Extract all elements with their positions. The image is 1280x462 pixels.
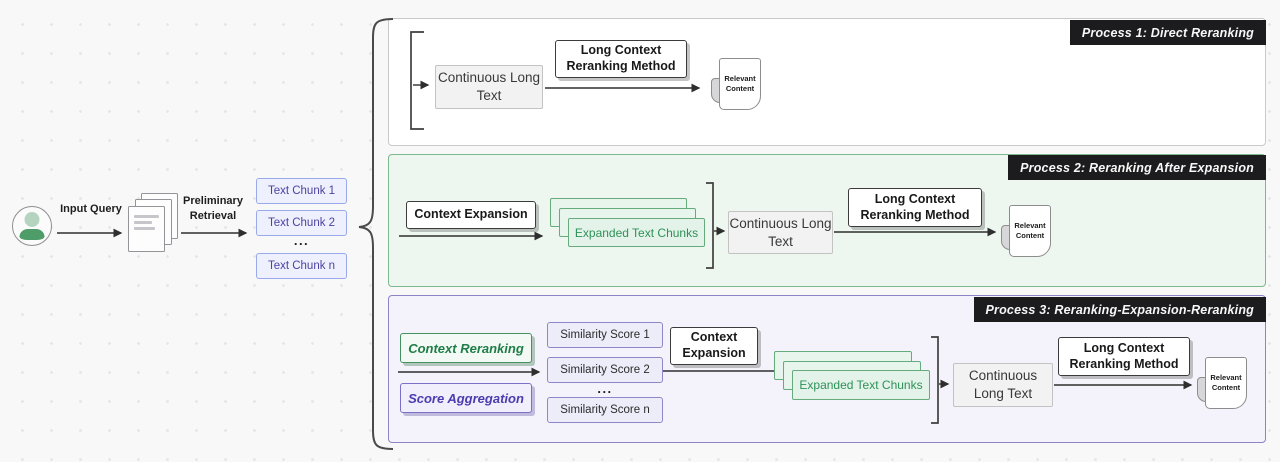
user-avatar-icon [12,206,52,246]
p3-continuous-long-text-box: Continuous Long Text [953,363,1053,407]
p3-similarity-score-n-box: Similarity Score n [547,397,663,423]
process-2-badge: Process 2: Reranking After Expansion [1008,155,1266,180]
text-chunk-n-box: Text Chunk n [256,253,347,279]
chunks-ellipsis: ... [293,233,310,248]
preliminary-retrieval-label: Preliminary Retrieval [183,195,243,222]
p2-long-context-reranking-box: Long Context Reranking Method [848,188,982,227]
process-3-badge: Process 3: Reranking-Expansion-Reranking [973,297,1266,322]
p3-scores-ellipsis: ... [597,381,613,396]
p1-continuous-long-text-box: Continuous Long Text [435,65,543,109]
documents-icon [128,193,180,253]
p2-relevant-content-icon: Relevant Content [1001,205,1051,257]
avatar-torso [19,229,45,240]
p2-relevant-content-label: Relevant Content [1009,205,1051,257]
p2-context-expansion-box: Context Expansion [406,201,536,229]
p3-similarity-score-2-box: Similarity Score 2 [547,357,663,383]
p3-expanded-chunks-stack: Expanded Text Chunks [774,351,934,403]
p2-continuous-long-text-box: Continuous Long Text [728,211,833,254]
document-page-front [128,206,165,252]
p3-relevant-content-icon: Relevant Content [1197,357,1247,409]
text-chunk-1-box: Text Chunk 1 [256,178,347,204]
p3-score-aggregation-box: Score Aggregation [400,383,532,413]
p3-context-reranking-box: Context Reranking [400,333,532,363]
process-1-badge: Process 1: Direct Reranking [1069,20,1266,45]
p3-long-context-reranking-box: Long Context Reranking Method [1058,337,1190,376]
p1-relevant-content-label: Relevant Content [719,58,761,110]
p1-long-context-reranking-box: Long Context Reranking Method [555,40,687,78]
avatar-head [24,212,40,227]
input-query-label: Input Query [60,203,122,215]
p2-expanded-chunks-stack: Expanded Text Chunks [550,198,710,250]
text-chunk-2-box: Text Chunk 2 [256,210,347,236]
p3-context-expansion-box: Context Expansion [670,327,758,365]
p2-expanded-text-chunks-box: Expanded Text Chunks [568,218,705,247]
p1-relevant-content-icon: Relevant Content [711,58,761,110]
p3-relevant-content-label: Relevant Content [1205,357,1247,409]
p3-expanded-text-chunks-box: Expanded Text Chunks [792,370,930,400]
p3-similarity-score-1-box: Similarity Score 1 [547,322,663,348]
